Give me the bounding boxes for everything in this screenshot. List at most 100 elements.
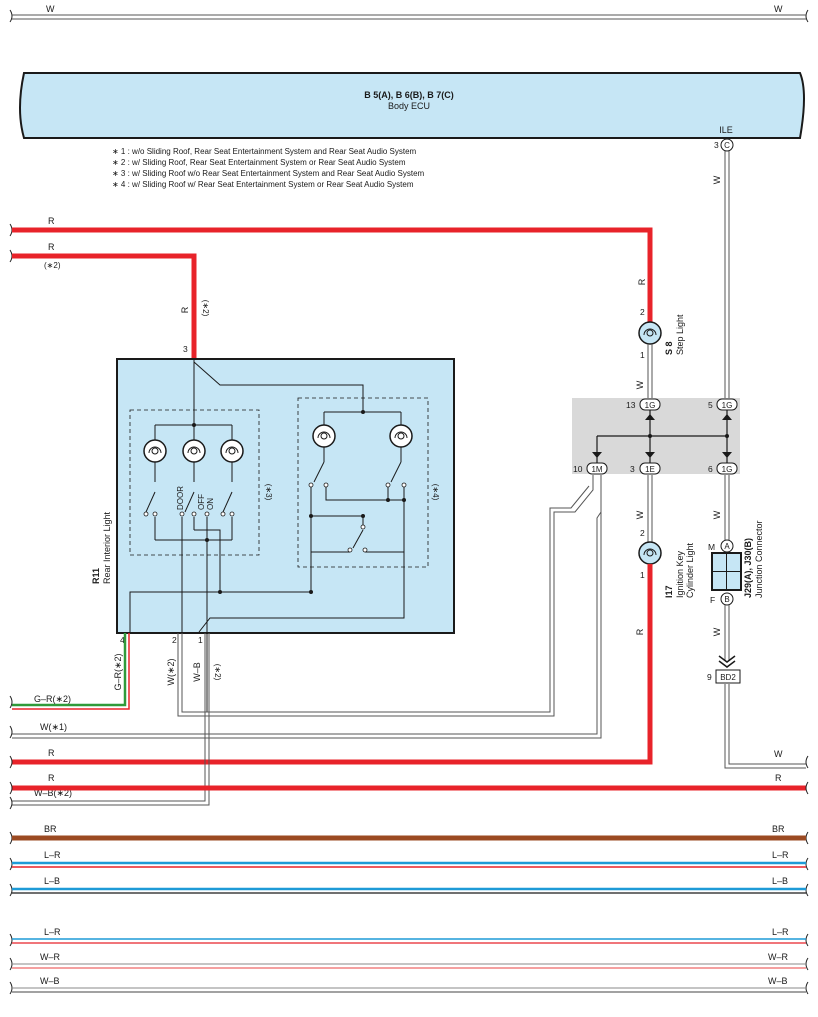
pin-number: 6	[708, 464, 713, 474]
ecu-subtitle: Body ECU	[388, 101, 430, 111]
wire-label: R	[48, 216, 55, 226]
wire-label: W	[635, 380, 645, 389]
pin-number: 5	[708, 400, 713, 410]
wire-label: L–B	[44, 876, 60, 886]
wire-label: W–B	[768, 976, 788, 986]
wire-label: W–B	[40, 976, 60, 986]
wire-label: G–R(∗2)	[113, 653, 123, 690]
component-name: Cylinder Light	[685, 542, 695, 598]
wire-label: W	[774, 749, 783, 759]
wire-label: R	[48, 748, 55, 758]
switch-label: OFF	[197, 494, 206, 510]
wire-label: W	[635, 510, 645, 519]
pin-number: 2	[640, 307, 645, 317]
ecu-ile-wire: 3 C W	[712, 138, 734, 400]
pin-number: M	[708, 542, 715, 552]
bulb-icon	[220, 439, 244, 463]
ground-code: BD2	[720, 673, 736, 682]
pin-number: 10	[573, 464, 583, 474]
wire-label: R	[48, 773, 55, 783]
pin-number: F	[710, 595, 715, 605]
rear-light-output-wires: G–R(∗2) G–R(∗2) W(∗2) W(∗1) W–B (∗2) W–B…	[9, 475, 809, 810]
switch-label: ON	[206, 498, 215, 510]
pin-number: 1	[640, 570, 645, 580]
pin-number: 3	[714, 140, 719, 150]
wire-label: W	[46, 4, 55, 14]
note-1: ∗ 1 : w/o Sliding Roof, Rear Seat Entert…	[112, 147, 417, 156]
wire-label: R	[48, 242, 55, 252]
connector-id: C	[724, 141, 730, 150]
wire-label: W	[712, 627, 722, 636]
pin-number: 1	[198, 635, 203, 645]
ecu-terminal-label: ILE	[719, 125, 733, 135]
pin-number: 13	[626, 400, 636, 410]
wire-label: L–R	[44, 850, 61, 860]
wire-label: W	[712, 510, 722, 519]
bulb-icon	[312, 424, 336, 448]
component-code: I17	[664, 585, 674, 598]
component-name: Ignition Key	[675, 550, 685, 598]
wire-label: W	[712, 175, 722, 184]
group-note: (∗3)	[264, 484, 273, 501]
connector-id: 1E	[645, 465, 655, 474]
note-4: ∗ 4 : w/ Sliding Roof w/ Rear Seat Enter…	[112, 180, 414, 189]
red-feed-wires: R R (∗2) R (∗2) R	[9, 216, 653, 358]
wire-label: W	[774, 4, 783, 14]
wire-note: (∗2)	[44, 261, 61, 270]
wire-label: W(∗1)	[40, 722, 67, 732]
wire-label: BR	[44, 824, 57, 834]
junction-block: 13 1G 5 1G 10 1M 3 1E 6 1G	[572, 398, 740, 475]
wire-label: BR	[772, 824, 785, 834]
connector-id: 1G	[645, 401, 656, 410]
component-code: R11	[91, 568, 101, 584]
bulb-icon	[143, 439, 167, 463]
bulb-icon	[389, 424, 413, 448]
bulb-icon	[182, 439, 206, 463]
wire-note: (∗2)	[213, 664, 222, 681]
wire-label: W–R	[40, 952, 61, 962]
pin-number: 4	[120, 635, 125, 645]
wire-label: R	[635, 628, 645, 635]
wire-label: L–R	[772, 927, 789, 937]
wire-label: L–B	[772, 876, 788, 886]
component-name: Step Light	[675, 314, 685, 355]
junction-connector: W M A F B J29(A), J30(B) Junction Connec…	[707, 475, 806, 769]
pin-number: 2	[640, 528, 645, 538]
component-name: Rear Interior Light	[102, 511, 112, 584]
connector-id: 1G	[722, 465, 733, 474]
wire-label: G–R(∗2)	[34, 694, 71, 704]
wire-label: W–R	[768, 952, 789, 962]
connector-id: B	[724, 595, 729, 604]
wire-label: L–R	[44, 927, 61, 937]
pin-number: 9	[707, 672, 712, 682]
ecu-title: B 5(A), B 6(B), B 7(C)	[364, 90, 454, 100]
wire-label: W–B	[192, 662, 202, 682]
pin-number: 1	[640, 350, 645, 360]
component-code: J29(A), J30(B)	[743, 538, 753, 598]
rear-interior-light: 3 R11 Rear Interior Light (∗3) (∗4)	[91, 344, 455, 712]
ignition-key-light: W 2 1 I17 Ignition Key Cylinder Light R	[12, 475, 695, 765]
component-code: S 8	[664, 341, 674, 355]
connector-id: 1M	[591, 465, 602, 474]
component-name: Junction Connector	[754, 520, 764, 598]
wire-label: R	[180, 306, 190, 313]
pin-number: 2	[172, 635, 177, 645]
top-w-wire: W W	[9, 4, 809, 23]
connector-id: 1G	[722, 401, 733, 410]
step-light: 2 1 S 8 Step Light W	[635, 307, 685, 400]
switch-label: DOOR	[176, 486, 185, 510]
wire-label: R	[775, 773, 782, 783]
footnotes: ∗ 1 : w/o Sliding Roof, Rear Seat Entert…	[112, 147, 425, 189]
group-note: (∗4)	[431, 484, 440, 501]
connector-id: A	[724, 542, 730, 551]
wire-label: W(∗2)	[166, 658, 176, 685]
pin-number: 3	[183, 344, 188, 354]
bottom-bus-wires: BR BR L–R L–R L–B L–B L–R L–R W–R W–R W–…	[9, 824, 809, 995]
wire-label: R	[637, 278, 647, 285]
wire-label: L–R	[772, 850, 789, 860]
note-3: ∗ 3 : w/ Sliding Roof w/o Rear Seat Ente…	[112, 169, 425, 178]
body-ecu: B 5(A), B 6(B), B 7(C) Body ECU ILE	[19, 72, 805, 139]
pin-number: 3	[630, 464, 635, 474]
wire-label: W–B(∗2)	[34, 788, 72, 798]
